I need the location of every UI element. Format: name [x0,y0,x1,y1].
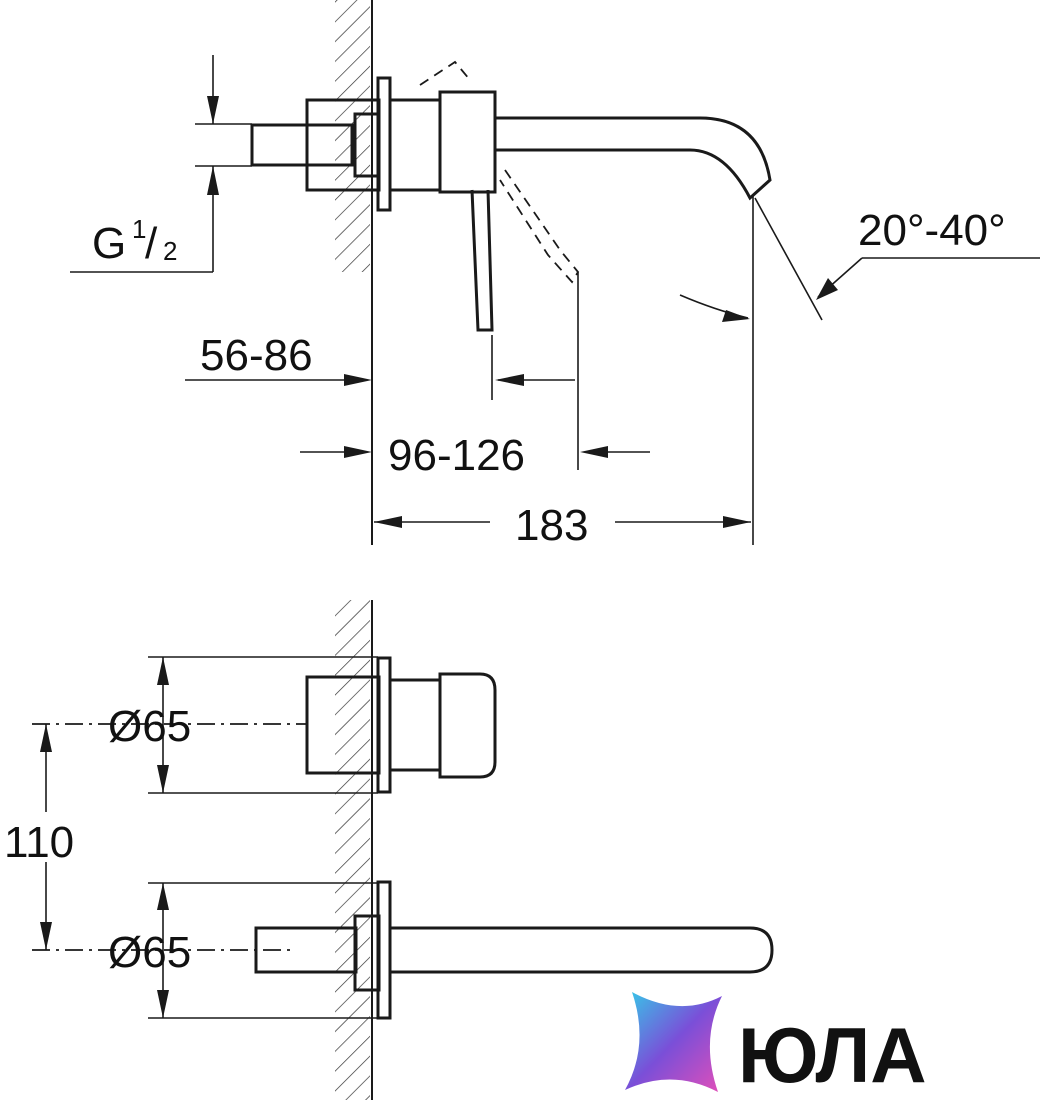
wall-depth-label: 56-86 [200,331,313,380]
logo-text: ЮЛА [738,1011,927,1099]
thread-sup: 1 [132,214,146,244]
spout-length-label: 183 [515,501,588,550]
thread-pipe [250,123,354,167]
diameter-bottom-label: Ø65 [108,928,191,977]
lever [470,189,494,332]
logo-star-icon [625,992,722,1092]
thread-label: G [92,219,126,268]
angle-label: 20°-40° [858,206,1006,255]
valve-handle-upper [390,672,497,779]
spout-top-view [390,926,774,974]
lever-alt-position [419,60,580,284]
brand-logo: ЮЛА [625,992,927,1099]
thread-sub: 2 [163,236,177,266]
lever-offset-label: 96-126 [388,431,525,480]
thread-slash: / [145,219,158,268]
spout [495,116,772,201]
center-distance-label: 110 [4,818,74,867]
side-view: G 1 / 2 20°-40° 56-86 96-126 183 [70,0,1040,550]
diameter-top-label: Ø65 [108,702,191,751]
top-view: Ø65 Ø65 110 [2,600,774,1100]
valve-cap [438,90,497,194]
flange-upper [376,656,392,794]
flange-inner-lower [353,914,381,992]
wall-hatch-bottom [335,600,370,1100]
flange-inner [353,112,381,178]
valve-body [388,98,442,192]
